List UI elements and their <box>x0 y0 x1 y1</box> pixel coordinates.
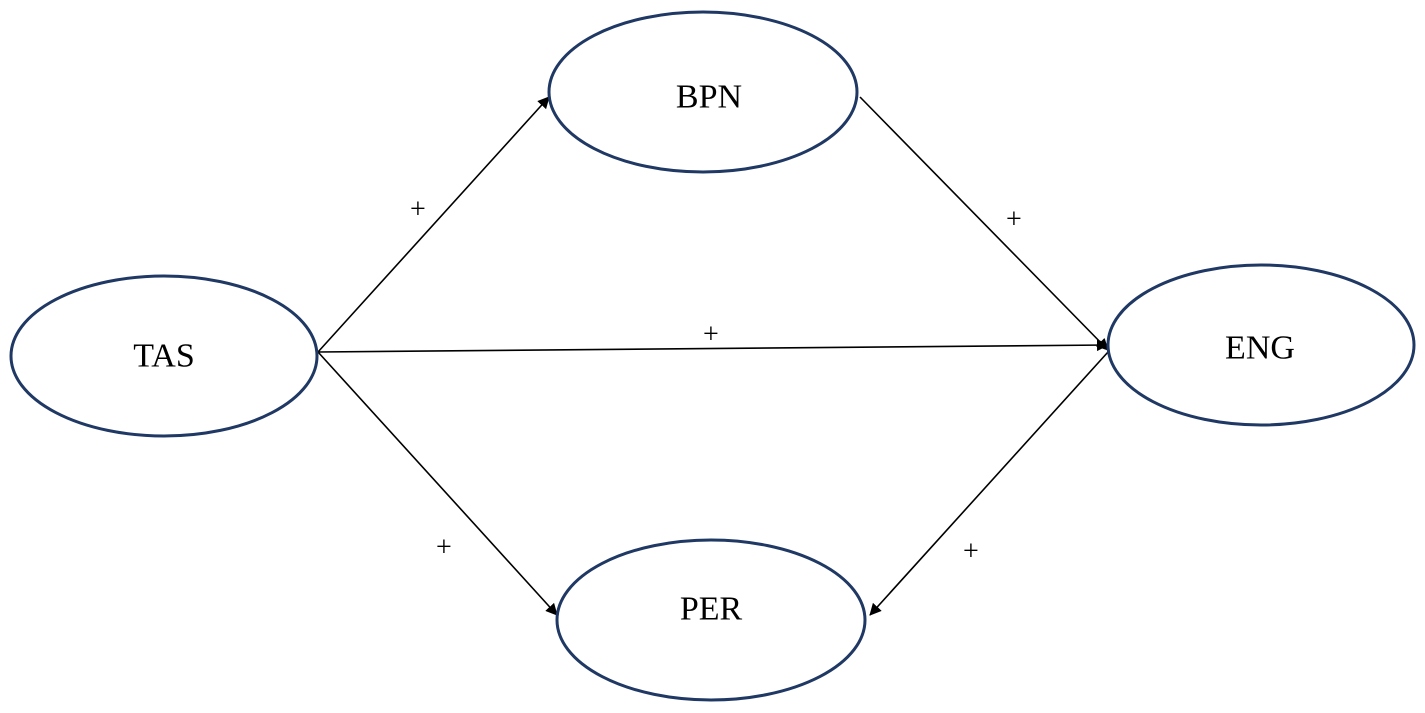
edge-sign-tas-eng: + <box>703 319 719 350</box>
edge-tas-to-per <box>317 351 558 616</box>
edges: + + + + + <box>317 96 1109 616</box>
edge-sign-eng-per: + <box>963 536 979 567</box>
node-tas-shape <box>9 274 319 438</box>
edge-tas-to-bpn <box>317 96 550 353</box>
node-per: PER <box>555 538 867 702</box>
node-tas-label: TAS <box>133 338 195 375</box>
edge-bpn-to-eng <box>859 96 1109 351</box>
node-eng-shape <box>1106 263 1416 427</box>
edge-sign-tas-bpn: + <box>410 194 426 225</box>
edge-sign-tas-per: + <box>436 532 452 563</box>
edge-eng-to-per <box>869 351 1109 616</box>
edge-sign-bpn-eng: + <box>1006 204 1022 235</box>
node-eng-label: ENG <box>1225 330 1295 367</box>
node-bpn-label: BPN <box>676 79 742 116</box>
edge-tas-to-eng <box>317 339 1109 353</box>
node-bpn: BPN <box>547 10 859 174</box>
node-eng: ENG <box>1106 263 1416 427</box>
node-bpn-shape <box>547 10 859 174</box>
node-per-shape <box>555 538 867 702</box>
node-per-label: PER <box>680 591 743 628</box>
node-tas: TAS <box>9 274 319 438</box>
